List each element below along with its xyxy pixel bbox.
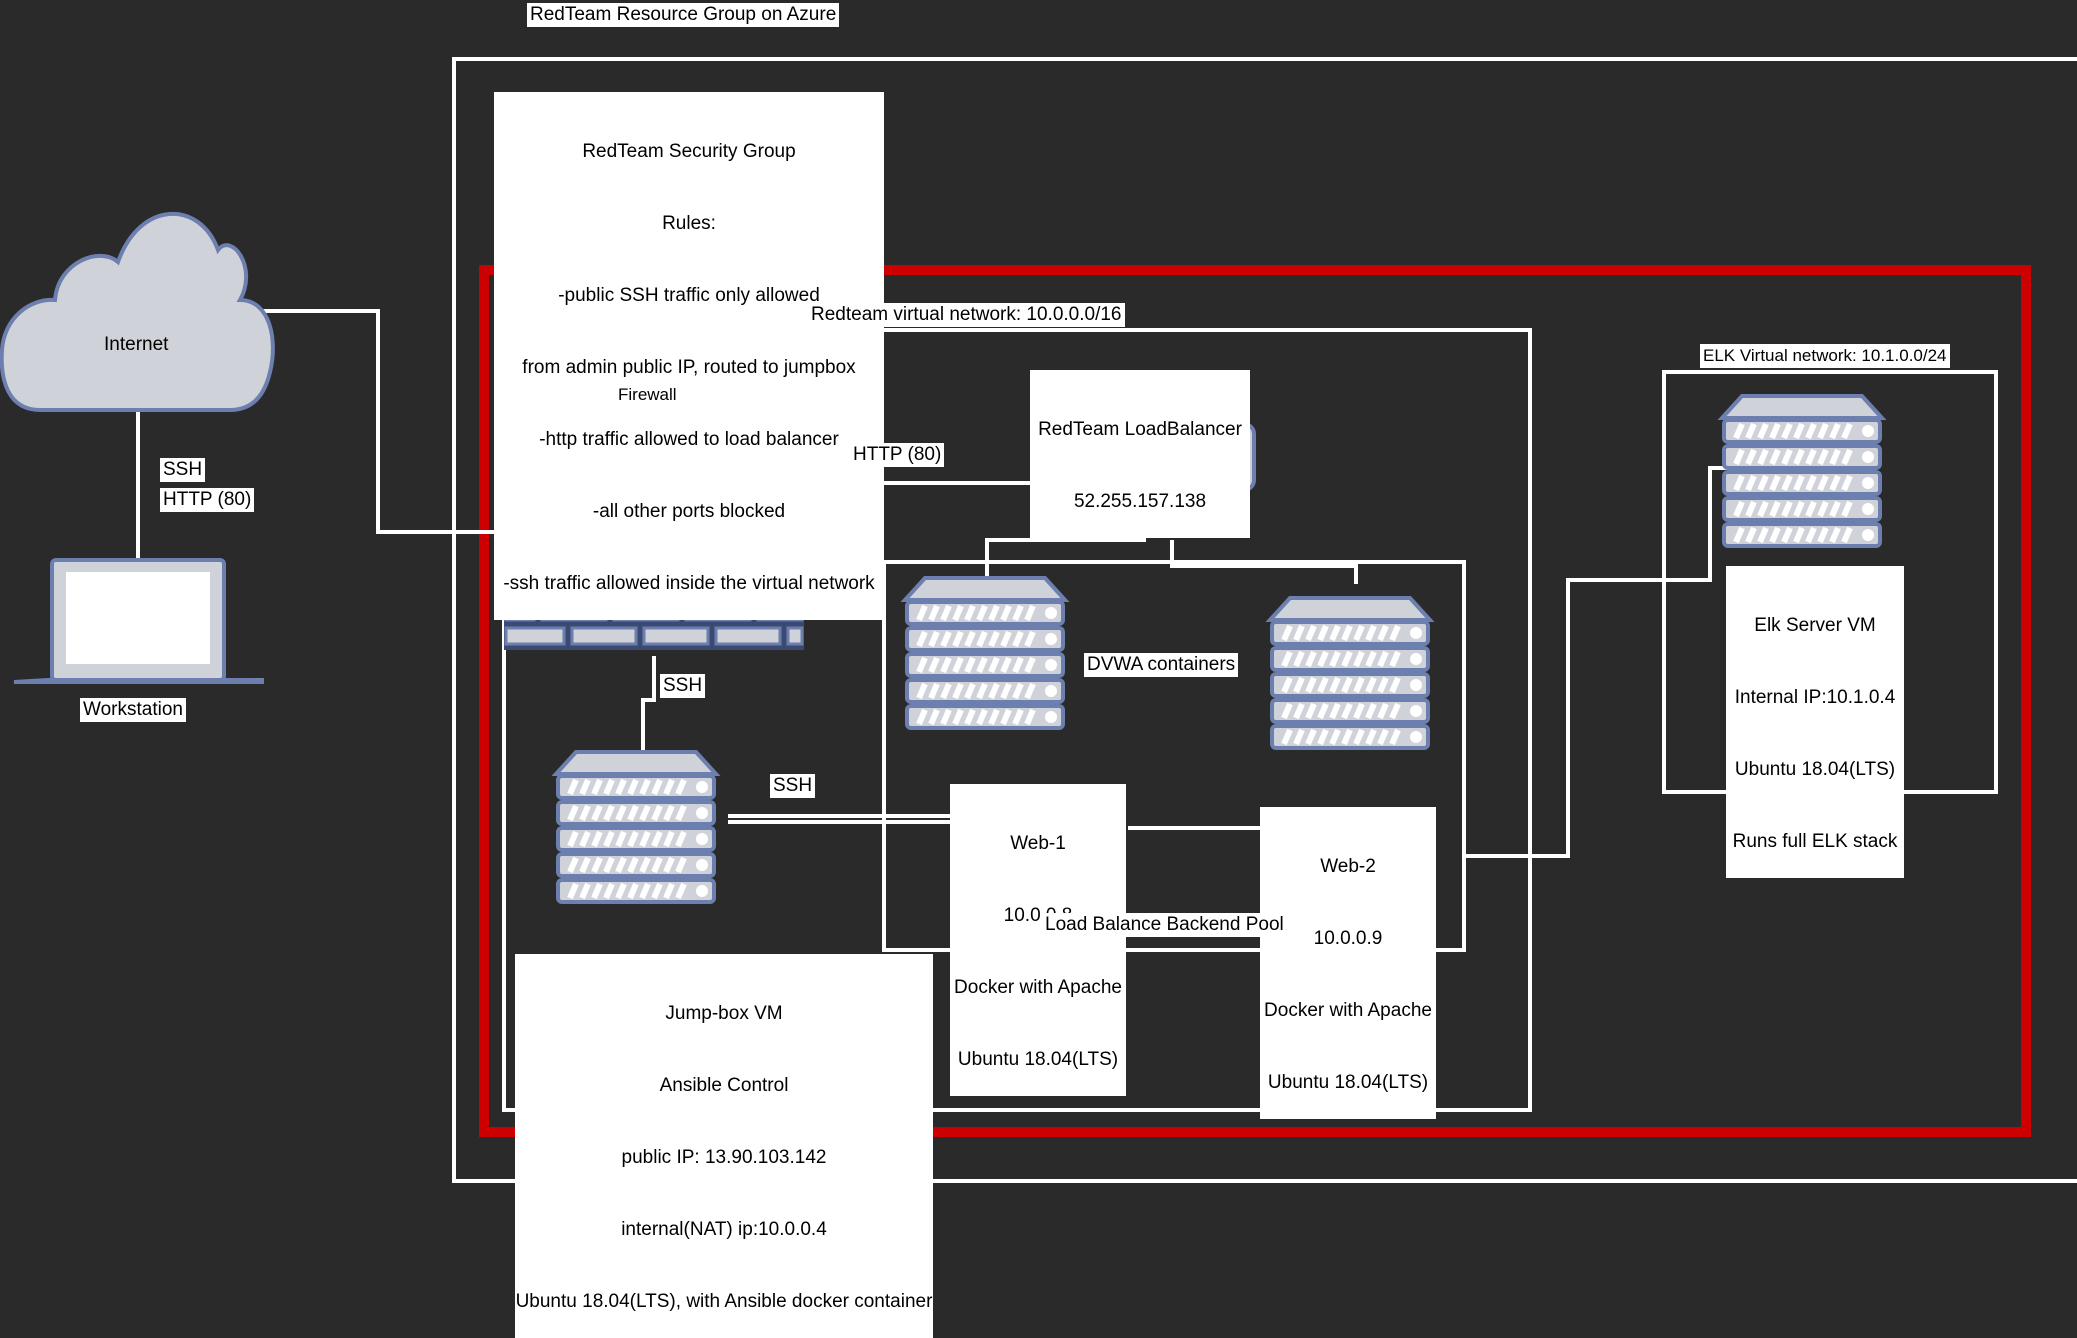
redteam-vnet-title: Redteam virtual network: 10.0.0.0/16 (808, 303, 1125, 327)
web2-line: Web-2 (1320, 856, 1376, 877)
web1-label: Web-1 10.0.0.8 Docker with Apache Ubuntu… (950, 784, 1126, 1096)
workstation-label: Workstation (80, 698, 186, 722)
security-group-border (479, 265, 2031, 1137)
elk-line: Internal IP:10.1.0.4 (1734, 687, 1896, 708)
security-group-rules: RedTeam Security Group Rules: -public SS… (494, 92, 884, 620)
jumpbox-label: Jump-box VM Ansible Control public IP: 1… (515, 954, 933, 1338)
resource-group-border (452, 57, 2077, 1183)
http-link-label: HTTP (80) (160, 488, 255, 512)
web2-server-icon (1270, 598, 1430, 748)
security-group-line: Rules: (662, 213, 716, 234)
security-group-line: -all other ports blocked (592, 501, 786, 522)
elk-line: Runs full ELK stack (1732, 831, 1898, 852)
dvwa-containers-label: DVWA containers (1084, 653, 1239, 677)
jumpbox-server-icon (556, 752, 716, 902)
web2-line: Docker with Apache (1264, 1000, 1432, 1021)
redteam-vnet-border (502, 328, 1532, 1112)
ssh-link-label: SSH (160, 458, 206, 482)
jumpbox-line: public IP: 13.90.103.142 (621, 1147, 827, 1168)
elk-server-label: Elk Server VM Internal IP:10.1.0.4 Ubunt… (1726, 566, 1904, 878)
jumpbox-line: Ubuntu 18.04(LTS), with Ansible docker c… (515, 1291, 933, 1312)
security-group-line: RedTeam Security Group (582, 141, 796, 162)
security-group-line: -ssh traffic allowed inside the virtual … (503, 573, 875, 594)
firewall-label: Firewall (615, 383, 680, 407)
load-balancer-name: RedTeam LoadBalancer (1038, 419, 1242, 440)
jumpbox-line: Jump-box VM (665, 1003, 783, 1024)
web1-line: Web-1 (1010, 833, 1066, 854)
internet-cloud-icon (0, 212, 275, 412)
firewall-lb-http-label: HTTP (80) (850, 443, 945, 467)
web1-line: Docker with Apache (954, 977, 1122, 998)
backend-pool-title: Load Balance Backend Pool (1042, 913, 1287, 937)
jumpbox-line: Ansible Control (659, 1075, 789, 1096)
security-group-line: -http traffic allowed to load balancer (539, 429, 839, 450)
elk-line: Ubuntu 18.04(LTS) (1734, 759, 1896, 780)
load-balancer-label: RedTeam LoadBalancer 52.255.157.138 (1030, 370, 1250, 538)
web2-line: 10.0.0.9 (1313, 928, 1383, 949)
connector-lines (136, 309, 1728, 858)
security-group-line: -public SSH traffic only allowed (558, 285, 820, 306)
elk-line: Elk Server VM (1754, 615, 1876, 636)
web1-server-icon (905, 578, 1065, 728)
jumpbox-webs-ssh-label: SSH (770, 774, 816, 798)
elk-server-icon (1722, 396, 1882, 546)
security-group-line: from admin public IP, routed to jumpbox (522, 357, 856, 378)
workstation-laptop-icon (13, 558, 264, 684)
elk-vnet-title: ELK Virtual network: 10.1.0.0/24 (1700, 344, 1950, 368)
web2-label: Web-2 10.0.0.9 Docker with Apache Ubuntu… (1260, 807, 1436, 1119)
web2-line: Ubuntu 18.04(LTS) (1267, 1072, 1429, 1093)
resource-group-title: RedTeam Resource Group on Azure (527, 3, 840, 27)
jumpbox-line: internal(NAT) ip:10.0.0.4 (621, 1219, 827, 1240)
firewall-jumpbox-ssh-label: SSH (660, 674, 706, 698)
internet-label: Internet (104, 334, 169, 355)
web1-line: Ubuntu 18.04(LTS) (957, 1049, 1119, 1070)
load-balancer-ip: 52.255.157.138 (1073, 491, 1207, 512)
